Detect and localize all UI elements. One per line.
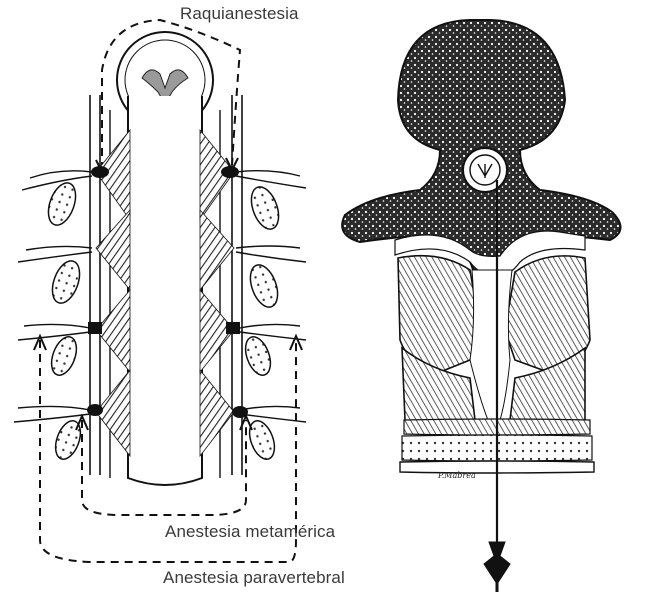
artist-signature: P.Mabrea	[438, 471, 476, 480]
spinal-column-drawing	[14, 20, 306, 562]
label-anestesia-paravertebral: Anestesia paravertebral	[163, 568, 345, 588]
vertebra-cross-section-drawing	[342, 20, 620, 592]
label-anestesia-metamerica: Anestesia metamérica	[165, 522, 335, 542]
label-raquianestesia: Raquianestesia	[180, 4, 299, 24]
